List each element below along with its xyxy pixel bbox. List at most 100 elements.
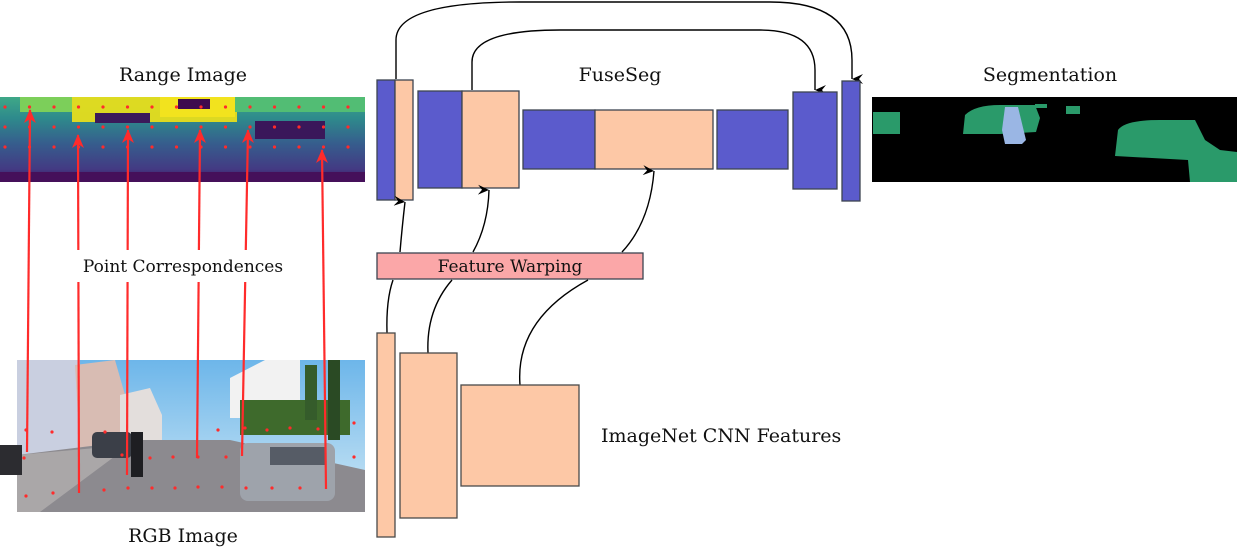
correspondence-arrow-1 — [24, 109, 36, 453]
range-point — [321, 125, 326, 129]
encoder-block-3-range — [522, 109, 596, 170]
imagenet-block-2 — [399, 352, 458, 519]
range-point — [199, 125, 203, 129]
imagenet-blocks — [376, 332, 580, 538]
range-point — [150, 105, 154, 109]
skip-connection-1 — [395, 1, 863, 84]
rgb-house-pink — [75, 360, 125, 450]
rgb-point — [126, 486, 130, 490]
rgb-house-left — [17, 360, 80, 455]
rgb-point — [352, 455, 356, 459]
range-mid-region-right — [235, 97, 365, 112]
rgb-point — [352, 421, 356, 425]
rgb-point — [298, 486, 302, 490]
point-correspondences-label: Point Correspondences — [83, 257, 283, 277]
rgb-point — [50, 430, 54, 434]
seg-person — [1002, 107, 1026, 144]
range-point — [101, 105, 105, 109]
range-point — [174, 125, 179, 129]
rgb-car-left — [92, 432, 132, 458]
range-point — [223, 145, 228, 149]
rgb-point — [173, 486, 177, 490]
imagenet-block-1 — [376, 332, 396, 538]
rgb-point — [148, 456, 152, 460]
segmentation-image — [872, 97, 1237, 182]
range-point — [174, 145, 179, 149]
imagenet-link-2 — [427, 279, 453, 354]
range-point — [321, 105, 326, 109]
point-correspondences-label-bg — [74, 250, 292, 282]
range-point — [199, 105, 203, 109]
rgb-point — [103, 430, 107, 434]
decoder-block-1 — [792, 91, 838, 190]
rgb-point — [270, 486, 274, 490]
point-correspondence-arrows — [24, 109, 328, 494]
rgb-point — [243, 426, 247, 430]
warp-arrow-2 — [472, 184, 490, 253]
range-point — [346, 105, 350, 109]
range-point — [150, 125, 154, 129]
rgb-point — [171, 455, 175, 459]
range-point — [3, 145, 7, 149]
range-point — [3, 125, 7, 129]
fuseseg-blocks — [376, 79, 861, 202]
rgb-point — [22, 456, 26, 460]
range-image — [0, 97, 365, 182]
bottleneck-block — [716, 109, 789, 170]
range-point — [101, 145, 105, 149]
range-point — [52, 145, 56, 149]
imagenet-features-label: ImageNet CNN Features — [601, 425, 841, 447]
imagenet-link-1 — [386, 279, 394, 334]
correspondence-arrow-6 — [316, 149, 328, 490]
range-point — [346, 125, 350, 129]
encoder-block-3-rgb — [594, 109, 714, 170]
rgb-tree-right — [328, 360, 340, 440]
range-point — [150, 145, 154, 149]
encoder-block-1-range — [376, 79, 396, 201]
rgb-car-window — [270, 447, 325, 465]
rgb-point — [150, 486, 154, 490]
range-point — [27, 105, 32, 109]
range-point — [297, 105, 301, 109]
feature-warping-box — [376, 252, 644, 280]
seg-car-mid — [963, 105, 1040, 134]
range-point — [76, 105, 81, 109]
skip-connection-2 — [471, 29, 826, 95]
range-car-1 — [95, 113, 150, 123]
range-car-shadow — [178, 99, 210, 109]
range-mid-region — [20, 97, 72, 112]
range-point — [52, 105, 56, 109]
range-point — [272, 145, 277, 149]
range-car-2 — [255, 121, 325, 139]
segmentation-title: Segmentation — [983, 64, 1117, 86]
rgb-point — [120, 453, 124, 457]
range-ground — [0, 172, 365, 182]
range-point — [297, 125, 301, 129]
warp-arrow-1 — [393, 195, 406, 253]
rgb-tree-mid — [305, 365, 317, 420]
range-point — [125, 125, 130, 129]
rgb-point — [102, 488, 106, 492]
range-point — [297, 145, 301, 149]
seg-car-far2 — [1035, 104, 1047, 108]
range-point — [223, 125, 228, 129]
range-point — [76, 125, 81, 129]
encoder-block-2-range — [417, 90, 463, 189]
fuseseg-title: FuseSeg — [579, 64, 662, 86]
rgb-point — [244, 486, 248, 490]
correspondence-arrow-4 — [194, 129, 206, 459]
rgb-point — [316, 427, 320, 431]
range-point — [321, 145, 326, 149]
rgb-image — [0, 360, 365, 512]
rgb-point — [196, 485, 200, 489]
rgb-sidewalk — [17, 445, 130, 512]
warp-arrow-3 — [621, 165, 655, 253]
range-point — [52, 125, 56, 129]
rgb-point — [216, 428, 220, 432]
rgb-cyclist — [131, 432, 143, 477]
range-point — [346, 145, 350, 149]
rgb-point — [288, 426, 292, 430]
correspondence-arrow-5 — [240, 129, 254, 457]
rgb-point — [24, 494, 28, 498]
imagenet-link-3 — [519, 279, 589, 386]
